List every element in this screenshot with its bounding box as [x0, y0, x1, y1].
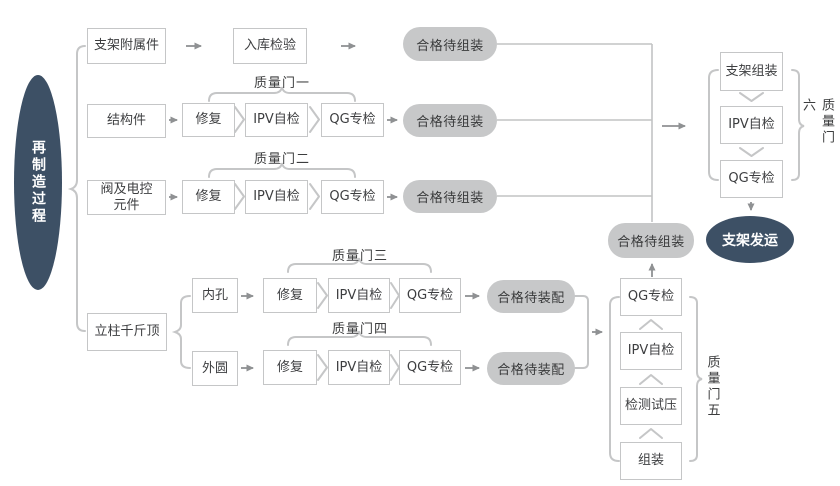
node-repair-row5: 修复 — [263, 350, 317, 385]
chevron-row3-b — [309, 183, 320, 210]
main-curly-brace — [67, 45, 86, 332]
pill-qualified-assembly-4: 合格待组装 — [608, 223, 694, 258]
gate3-brace — [287, 257, 432, 273]
node-support-attachments: 支架附属件 — [87, 28, 166, 64]
chevron-up-gate5-c — [639, 428, 663, 439]
node-ipv-check-col6: IPV自检 — [720, 106, 783, 144]
chevron-row3-a — [234, 183, 245, 210]
pill-qualified-fitting-1: 合格待装配 — [487, 280, 575, 313]
node-qg-check-col6: QG专检 — [720, 160, 783, 198]
gate6-left-bracket — [708, 69, 719, 181]
pill-qualified-assembly-1: 合格待组装 — [403, 27, 497, 61]
gate4-brace — [287, 330, 432, 346]
node-pillar-jack: 立柱千斤顶 — [87, 313, 167, 351]
node-valve-electric-parts: 阀及电控元件 — [87, 180, 166, 215]
node-inner-bore: 内孔 — [192, 278, 238, 313]
chevron-row4-a — [317, 282, 328, 309]
chevron-down-gate6-b — [739, 147, 764, 157]
pill-qualified-fitting-2: 合格待装配 — [487, 352, 575, 385]
gate1-brace — [208, 86, 356, 102]
pillar-curly-brace — [171, 295, 191, 369]
node-test-pressure: 检测试压 — [620, 387, 682, 425]
node-outer-circle: 外圆 — [192, 351, 238, 386]
node-repair-row4: 修复 — [263, 278, 317, 313]
node-qg-check-col5: QG专检 — [620, 278, 682, 316]
gate2-brace — [208, 162, 356, 178]
chevron-row2-b — [309, 106, 320, 133]
chevron-up-gate5-b — [639, 374, 663, 385]
gate5-left-bracket — [609, 296, 620, 462]
pill-qualified-assembly-3: 合格待组装 — [403, 180, 497, 213]
node-ipv-check-row3: IPV自检 — [245, 180, 308, 214]
chevron-row5-a — [317, 354, 328, 381]
gate5-right-curly — [689, 296, 703, 462]
gate2-label: 质量门二 — [253, 152, 310, 167]
process-label: 再制造过程 — [30, 140, 46, 225]
node-assemble: 组装 — [620, 442, 682, 480]
chevron-row2-a — [234, 106, 245, 133]
node-repair-row2: 修复 — [182, 103, 235, 137]
process-ellipse: 再制造过程 — [14, 75, 62, 290]
gate1-label: 质量门一 — [253, 76, 310, 91]
pills-merge-bracket — [574, 295, 589, 369]
node-qg-check-row4: QG专检 — [399, 278, 461, 313]
node-qg-check-row5: QG专检 — [399, 350, 461, 385]
node-support-assembly: 支架组装 — [720, 52, 783, 91]
node-qg-check-row2: QG专检 — [321, 103, 384, 137]
gate4-label: 质量门四 — [331, 322, 388, 337]
node-ipv-check-row2: IPV自检 — [245, 103, 308, 137]
chevron-row4-b — [390, 282, 400, 309]
chevron-up-gate5-a — [639, 319, 663, 330]
node-qg-check-row3: QG专检 — [321, 180, 384, 214]
chevron-row5-b — [390, 354, 400, 381]
gate6-label: 质量门六 — [800, 98, 834, 146]
chevron-down-gate6-a — [739, 92, 764, 102]
node-repair-row3: 修复 — [182, 180, 235, 214]
ship-ellipse: 支架发运 — [706, 216, 794, 263]
gate6-right-curly — [791, 69, 805, 181]
node-ipv-check-row4: IPV自检 — [328, 278, 390, 313]
pill-qualified-assembly-2: 合格待组装 — [403, 104, 497, 137]
node-structural-parts: 结构件 — [87, 104, 166, 138]
node-ipv-check-row5: IPV自检 — [328, 350, 390, 385]
gate3-label: 质量门三 — [331, 249, 388, 264]
gate5-label: 质量门五 — [704, 355, 720, 419]
node-warehouse-inspection: 入库检验 — [233, 28, 307, 64]
node-ipv-check-col5: IPV自检 — [620, 332, 682, 370]
